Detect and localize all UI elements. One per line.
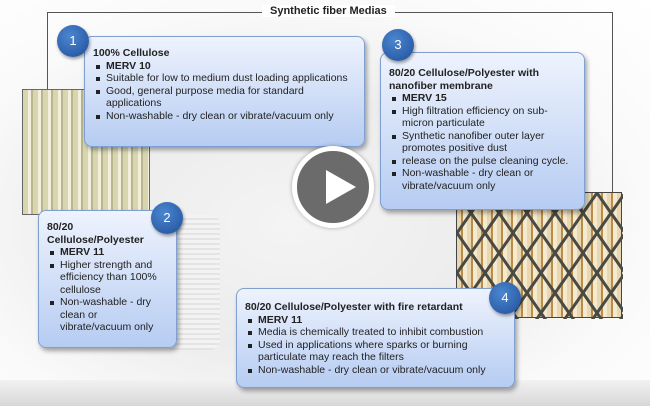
badge-1: 1 xyxy=(57,25,89,57)
play-button[interactable] xyxy=(292,146,374,228)
box-heading: 80/20 Cellulose/Polyester with nanofiber… xyxy=(389,67,539,92)
list-item: High filtration efficiency on sub-micron… xyxy=(389,105,576,130)
list-item: MERV 15 xyxy=(389,92,576,105)
box-heading: 80/20 Cellulose/Polyester xyxy=(47,221,144,246)
list-item: Suitable for low to medium dust loading … xyxy=(93,72,356,85)
media-box-3: 80/20 Cellulose/Polyester with nanofiber… xyxy=(380,52,585,210)
list-item: Used in applications where sparks or bur… xyxy=(245,339,500,364)
media-box-4: 80/20 Cellulose/Polyester with fire reta… xyxy=(236,288,515,388)
list-item: Higher strength and efficiency than 100%… xyxy=(47,259,157,297)
list-item: Good, general purpose media for standard… xyxy=(93,85,356,110)
badge-3: 3 xyxy=(382,29,414,61)
list-item: MERV 10 xyxy=(93,60,356,73)
list-item: MERV 11 xyxy=(47,246,157,259)
slide-title: Synthetic fiber Medias xyxy=(262,5,395,17)
badge-2: 2 xyxy=(151,202,183,234)
list-item: Synthetic nanofiber outer layer promotes… xyxy=(389,130,576,155)
list-item: Non-washable - dry clean or vibrate/vacu… xyxy=(93,110,356,123)
badge-4: 4 xyxy=(489,282,521,314)
list-item: release on the pulse cleaning cycle. xyxy=(389,155,576,168)
box-heading: 80/20 Cellulose/Polyester with fire reta… xyxy=(245,301,463,313)
list-item: Non-washable - dry clean or vibrate/vacu… xyxy=(245,364,500,377)
list-item: Non-washable - dry clean or vibrate/vacu… xyxy=(389,167,576,192)
list-item: Non-washable - dry clean or vibrate/vacu… xyxy=(47,296,157,334)
box-heading: 100% Cellulose xyxy=(93,47,170,59)
list-item: Media is chemically treated to inhibit c… xyxy=(245,326,500,339)
list-item: MERV 11 xyxy=(245,314,500,327)
